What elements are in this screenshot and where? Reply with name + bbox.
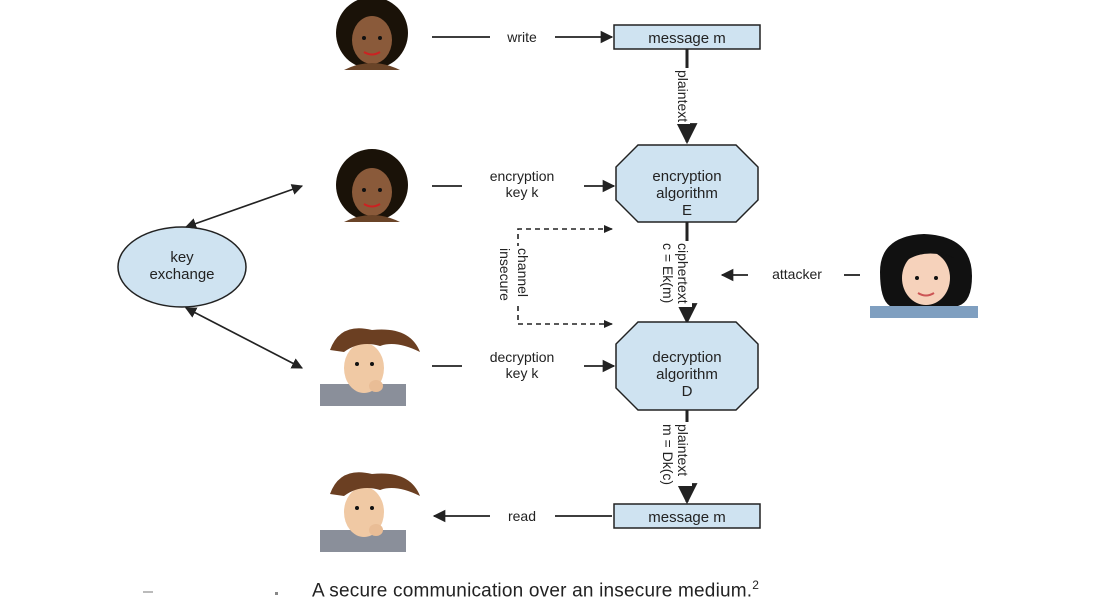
receiver-avatar-read <box>320 472 420 552</box>
caption-footnote: 2 <box>752 578 760 592</box>
insecure-channel-arrow-bottom <box>604 320 613 328</box>
encryption-algorithm-node <box>615 144 759 223</box>
insecure-channel-arrow-top <box>604 225 613 233</box>
write-label: write <box>506 29 537 45</box>
plain-formula-label: m = Dk(c) <box>660 424 676 485</box>
dec-algo-line3: D <box>682 383 693 400</box>
sender-avatar-encrypt <box>336 149 408 222</box>
bottom-message-box <box>613 503 761 529</box>
key-exchange-to-sender-arrow <box>184 184 304 229</box>
key-exchange-node <box>117 226 247 308</box>
key-exchange-line1: key <box>170 249 194 266</box>
enc-algo-line1: encryption <box>652 168 721 185</box>
dec-algo-line2: algorithm <box>656 366 718 383</box>
insecure-channel-line1: insecure <box>497 248 513 301</box>
sender-avatar-write <box>336 0 408 70</box>
cipher-formula-label: c = Ek(m) <box>660 243 676 303</box>
insecure-channel-line2: channel <box>515 248 531 297</box>
caption-text: A secure communication over an insecure … <box>312 580 753 602</box>
ciphertext-label: ciphertext <box>675 243 691 304</box>
plaintext-bottom-label: plaintext <box>675 424 691 476</box>
plaintext-top-label: plaintext <box>675 70 691 122</box>
read-label: read <box>508 508 536 524</box>
dec-algo-line1: decryption <box>652 349 721 366</box>
enc-key-line2: key k <box>506 184 540 200</box>
figure-caption: A secure communication over an insecure … <box>312 578 759 602</box>
decryption-algorithm-node <box>615 321 759 411</box>
attacker-avatar <box>870 234 978 318</box>
key-exchange-to-receiver-arrow <box>185 307 303 369</box>
key-exchange-line2: exchange <box>149 266 214 283</box>
enc-algo-line2: algorithm <box>656 185 718 202</box>
bottom-message-label: message m <box>648 509 726 526</box>
caption-dash-mark <box>143 591 153 593</box>
top-message-box <box>613 24 761 50</box>
caption-dot-mark <box>275 592 278 595</box>
enc-key-line1: encryption <box>490 168 555 184</box>
insecure-channel-bracket <box>517 228 612 325</box>
attacker-label: attacker <box>772 266 822 282</box>
top-message-label: message m <box>648 30 726 47</box>
receiver-avatar-decrypt <box>320 328 420 406</box>
dec-key-line2: key k <box>506 365 540 381</box>
enc-algo-line3: E <box>682 202 692 219</box>
dec-key-line1: decryption <box>490 349 555 365</box>
